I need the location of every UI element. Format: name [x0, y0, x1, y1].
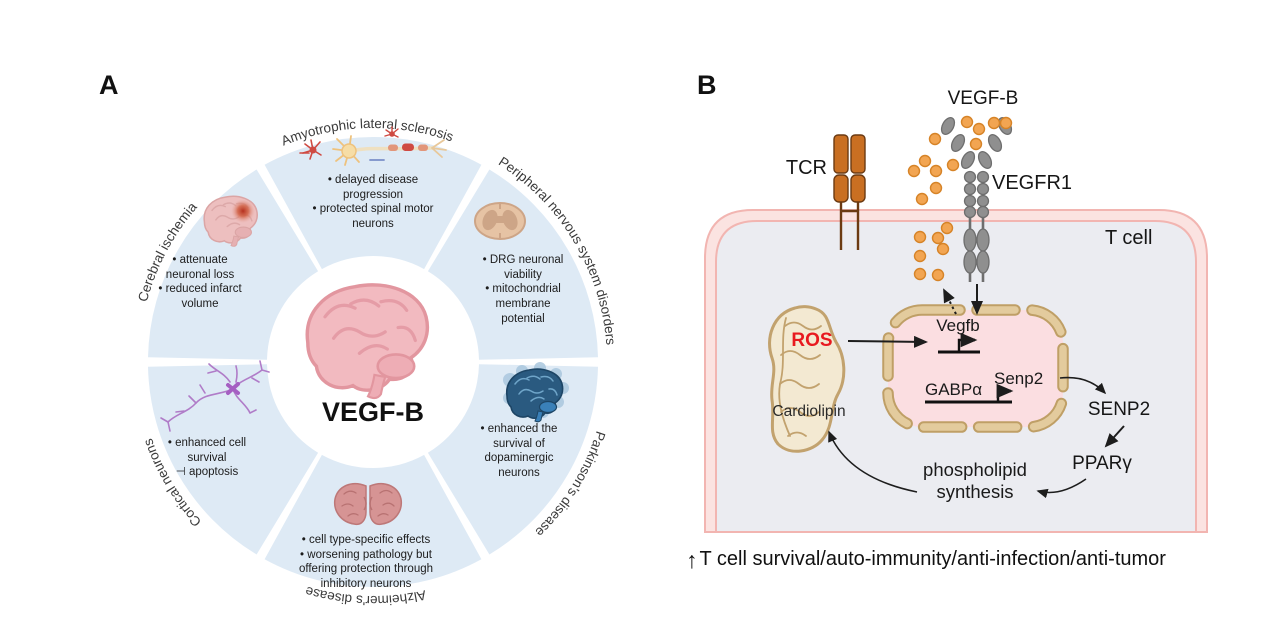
- panel-b-cell-diagram: [704, 115, 1208, 533]
- mitochondrion-icon: [768, 305, 846, 453]
- bullet-item: • enhanced the survival of dopaminergic …: [480, 423, 558, 480]
- vegfb-gene-label: Vegfb: [936, 316, 980, 335]
- bullet-item: • cell type-specific effects: [301, 534, 431, 546]
- blue-brain-icon: [503, 362, 569, 422]
- coronal-brain-icon: [333, 482, 403, 526]
- bullet-item: ⊣ apoptosis: [175, 466, 239, 479]
- panel-b-letter: B: [697, 70, 717, 100]
- up-arrow-icon: ↑: [686, 547, 698, 574]
- ischemic-brain-icon: [204, 196, 258, 247]
- arrow-vegfb-secretion-dotted: [943, 288, 957, 315]
- segment-als: [264, 136, 482, 270]
- ros-label: ROS: [791, 330, 833, 351]
- vegfb-ligand-label: VEGF-B: [947, 88, 1019, 109]
- bullet-item: • reduced infarct volume: [158, 283, 242, 311]
- segment-cortical-neurons: [148, 364, 319, 555]
- phospholipid-synthesis-label: phospholipid synthesis: [923, 459, 1027, 503]
- pparg-label: PPARγ: [1072, 453, 1132, 474]
- vegfb-promoter-icon: [938, 332, 980, 354]
- panel-a-letter: A: [99, 70, 119, 100]
- segment-parkinsons-disease: [427, 364, 598, 555]
- segment-text-alzheimers: • cell type-specific effects • worsening …: [286, 533, 446, 592]
- segment-text-als: • delayed disease progression• protected…: [302, 173, 444, 232]
- bullet-item: • enhanced cell survival: [167, 437, 247, 464]
- arrow-pparg-to-phospholipid: [1036, 478, 1087, 499]
- bullet-item: • protected spinal motor neurons: [312, 203, 434, 231]
- bullet-item: • DRG neuronal viability: [482, 254, 564, 281]
- senp2-gene-label: Senp2: [994, 369, 1044, 388]
- t-cell-outcome-caption: ↑ T cell survival/auto-immunity/anti-inf…: [686, 547, 1166, 574]
- segment-text-pns-disorders: • DRG neuronal viability• mitochondrial …: [473, 253, 573, 327]
- arrow-senp2-to-pparg: [1104, 425, 1125, 448]
- segment-text-parkinsons: • enhanced the survival of dopaminergic …: [471, 422, 567, 481]
- arrow-nucleus-to-senp2: [1059, 376, 1107, 395]
- bullet-item: • worsening pathology but offering prote…: [298, 548, 434, 591]
- senp2-promoter-icon: [925, 383, 1014, 404]
- arrow-ros-to-vegfb: [847, 335, 928, 348]
- caption-text: T cell survival/auto-immunity/anti-infec…: [699, 548, 1166, 570]
- motor-neuron-icon: [299, 126, 447, 166]
- senp2-protein-label: SENP2: [1087, 399, 1151, 420]
- bullet-item: • delayed disease progression: [327, 174, 419, 201]
- cardiolipin-label: Cardiolipin: [772, 403, 846, 420]
- spinal-cord-section-icon: [474, 202, 526, 240]
- tcr-receptor-icon: [833, 134, 866, 250]
- segment-text-cerebral-ischemia: • attenuate neuronal loss• reduced infar…: [155, 253, 245, 312]
- segment-text-cortical-neurons: • enhanced cell survival ⊣ apoptosis: [157, 436, 257, 480]
- segment-pns-disorders: [427, 169, 598, 360]
- vegfr1-label: VEGFR1: [992, 172, 1073, 194]
- bullet-item: • attenuate neuronal loss: [165, 254, 235, 281]
- arrow-phospholipid-to-cardiolipin: [828, 430, 918, 493]
- vegfb-ligand-dots: [907, 115, 1013, 282]
- vegfb-center-title: VEGF-B: [321, 397, 424, 427]
- t-cell-label: T cell: [1105, 227, 1153, 249]
- purple-neuron-icon: [160, 360, 270, 432]
- bullet-item: • mitochondrial membrane potential: [485, 283, 561, 325]
- tcr-label: TCR: [785, 157, 827, 179]
- gabpa-label: GABPα: [925, 380, 983, 399]
- segment-cerebral-ischemia: [148, 169, 319, 360]
- vegfb-center-brain-icon: [307, 284, 428, 399]
